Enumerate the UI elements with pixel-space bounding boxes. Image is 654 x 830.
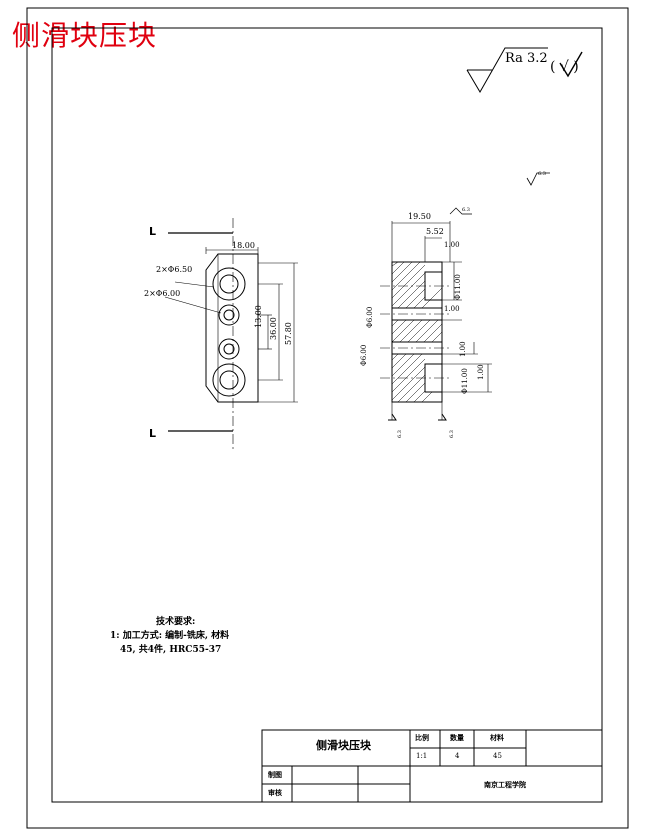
side-dia-2: Φ6.00 — [366, 306, 374, 328]
small-roughness-label: 6.3 — [538, 171, 546, 177]
title-block-material-value: 45 — [493, 752, 502, 760]
roughness-symbol — [466, 47, 583, 93]
side-dim-edge-3: 1.00 — [459, 341, 467, 357]
outer-frame — [26, 7, 629, 829]
side-dim-edge-1: 1.00 — [444, 241, 460, 249]
front-dim-inner: 13.00 — [254, 305, 263, 328]
front-hole-label-2: 2×Φ6.00 — [144, 289, 181, 298]
front-hole-label-1: 2×Φ6.50 — [156, 265, 193, 274]
title-block — [261, 729, 603, 803]
drawing-title-red: 侧滑块压块 — [12, 19, 158, 52]
front-view — [164, 218, 298, 450]
title-block-school: 南京工程学院 — [484, 780, 526, 789]
side-dia-3: Φ6.00 — [360, 344, 368, 366]
side-roughness-a: 6.3 — [462, 207, 470, 213]
inner-frame — [51, 27, 603, 803]
section-mark-top: L — [149, 225, 157, 238]
tech-line-1: 1: 加工方式: 编制-铣床, 材料 — [110, 631, 230, 641]
section-mark-bottom: L — [149, 427, 157, 440]
title-block-scale-label: 比例 — [415, 733, 429, 742]
side-roughness-b: 6.3 — [397, 430, 403, 438]
side-dim-step: 5.52 — [426, 227, 444, 236]
title-block-material-label: 材料 — [490, 733, 504, 742]
front-dim-total: 57.80 — [284, 322, 293, 345]
side-dia-4: Φ11.00 — [461, 368, 469, 394]
title-block-drawn-label: 制图 — [268, 770, 282, 779]
side-dim-edge-2: 1.00 — [444, 305, 460, 313]
roughness-rest-label: ( √ ) — [550, 59, 579, 75]
title-block-qty-value: 4 — [455, 752, 460, 760]
front-dim-mid: 36.00 — [269, 317, 278, 340]
tech-line-2: 45, 共4件, HRC55-37 — [120, 645, 222, 655]
tech-heading: 技术要求: — [156, 617, 196, 627]
small-roughness-symbol — [526, 172, 550, 186]
title-block-part-name: 侧滑块压块 — [316, 739, 371, 752]
title-block-scale-value: 1:1 — [416, 752, 428, 760]
front-dim-width: 18.00 — [232, 241, 255, 250]
side-dim-top: 19.50 — [408, 212, 431, 221]
side-dim-edge-4: 1.00 — [477, 364, 485, 380]
side-roughness-c: 6.3 — [449, 430, 455, 438]
title-block-checked-label: 审核 — [268, 788, 282, 797]
side-dia-1: Φ11.00 — [454, 274, 462, 300]
title-block-qty-label: 数量 — [450, 733, 464, 742]
side-view — [380, 207, 492, 421]
roughness-label: Ra 3.2 — [505, 51, 548, 66]
